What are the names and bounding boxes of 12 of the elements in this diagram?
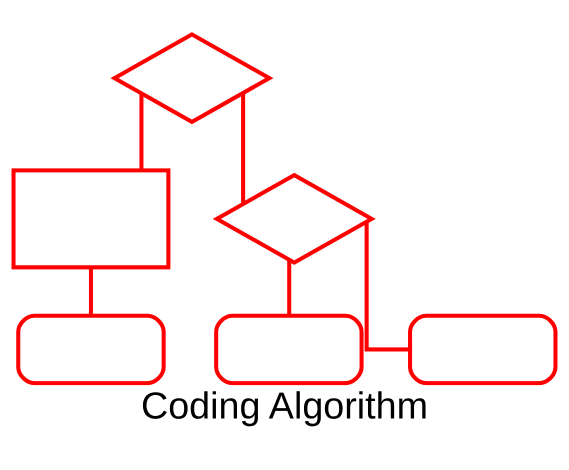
connector [364, 222, 410, 352]
connector [287, 260, 292, 316]
node-diamond [212, 172, 376, 265]
node-box [12, 168, 170, 270]
connector [241, 93, 246, 204]
node-diamond [110, 32, 274, 124]
connector [139, 94, 144, 170]
connector [88, 267, 93, 316]
node-oval [408, 314, 558, 386]
node-oval [16, 314, 166, 386]
diagram-title: Coding Algorithm [141, 384, 428, 427]
node-oval [214, 314, 364, 386]
